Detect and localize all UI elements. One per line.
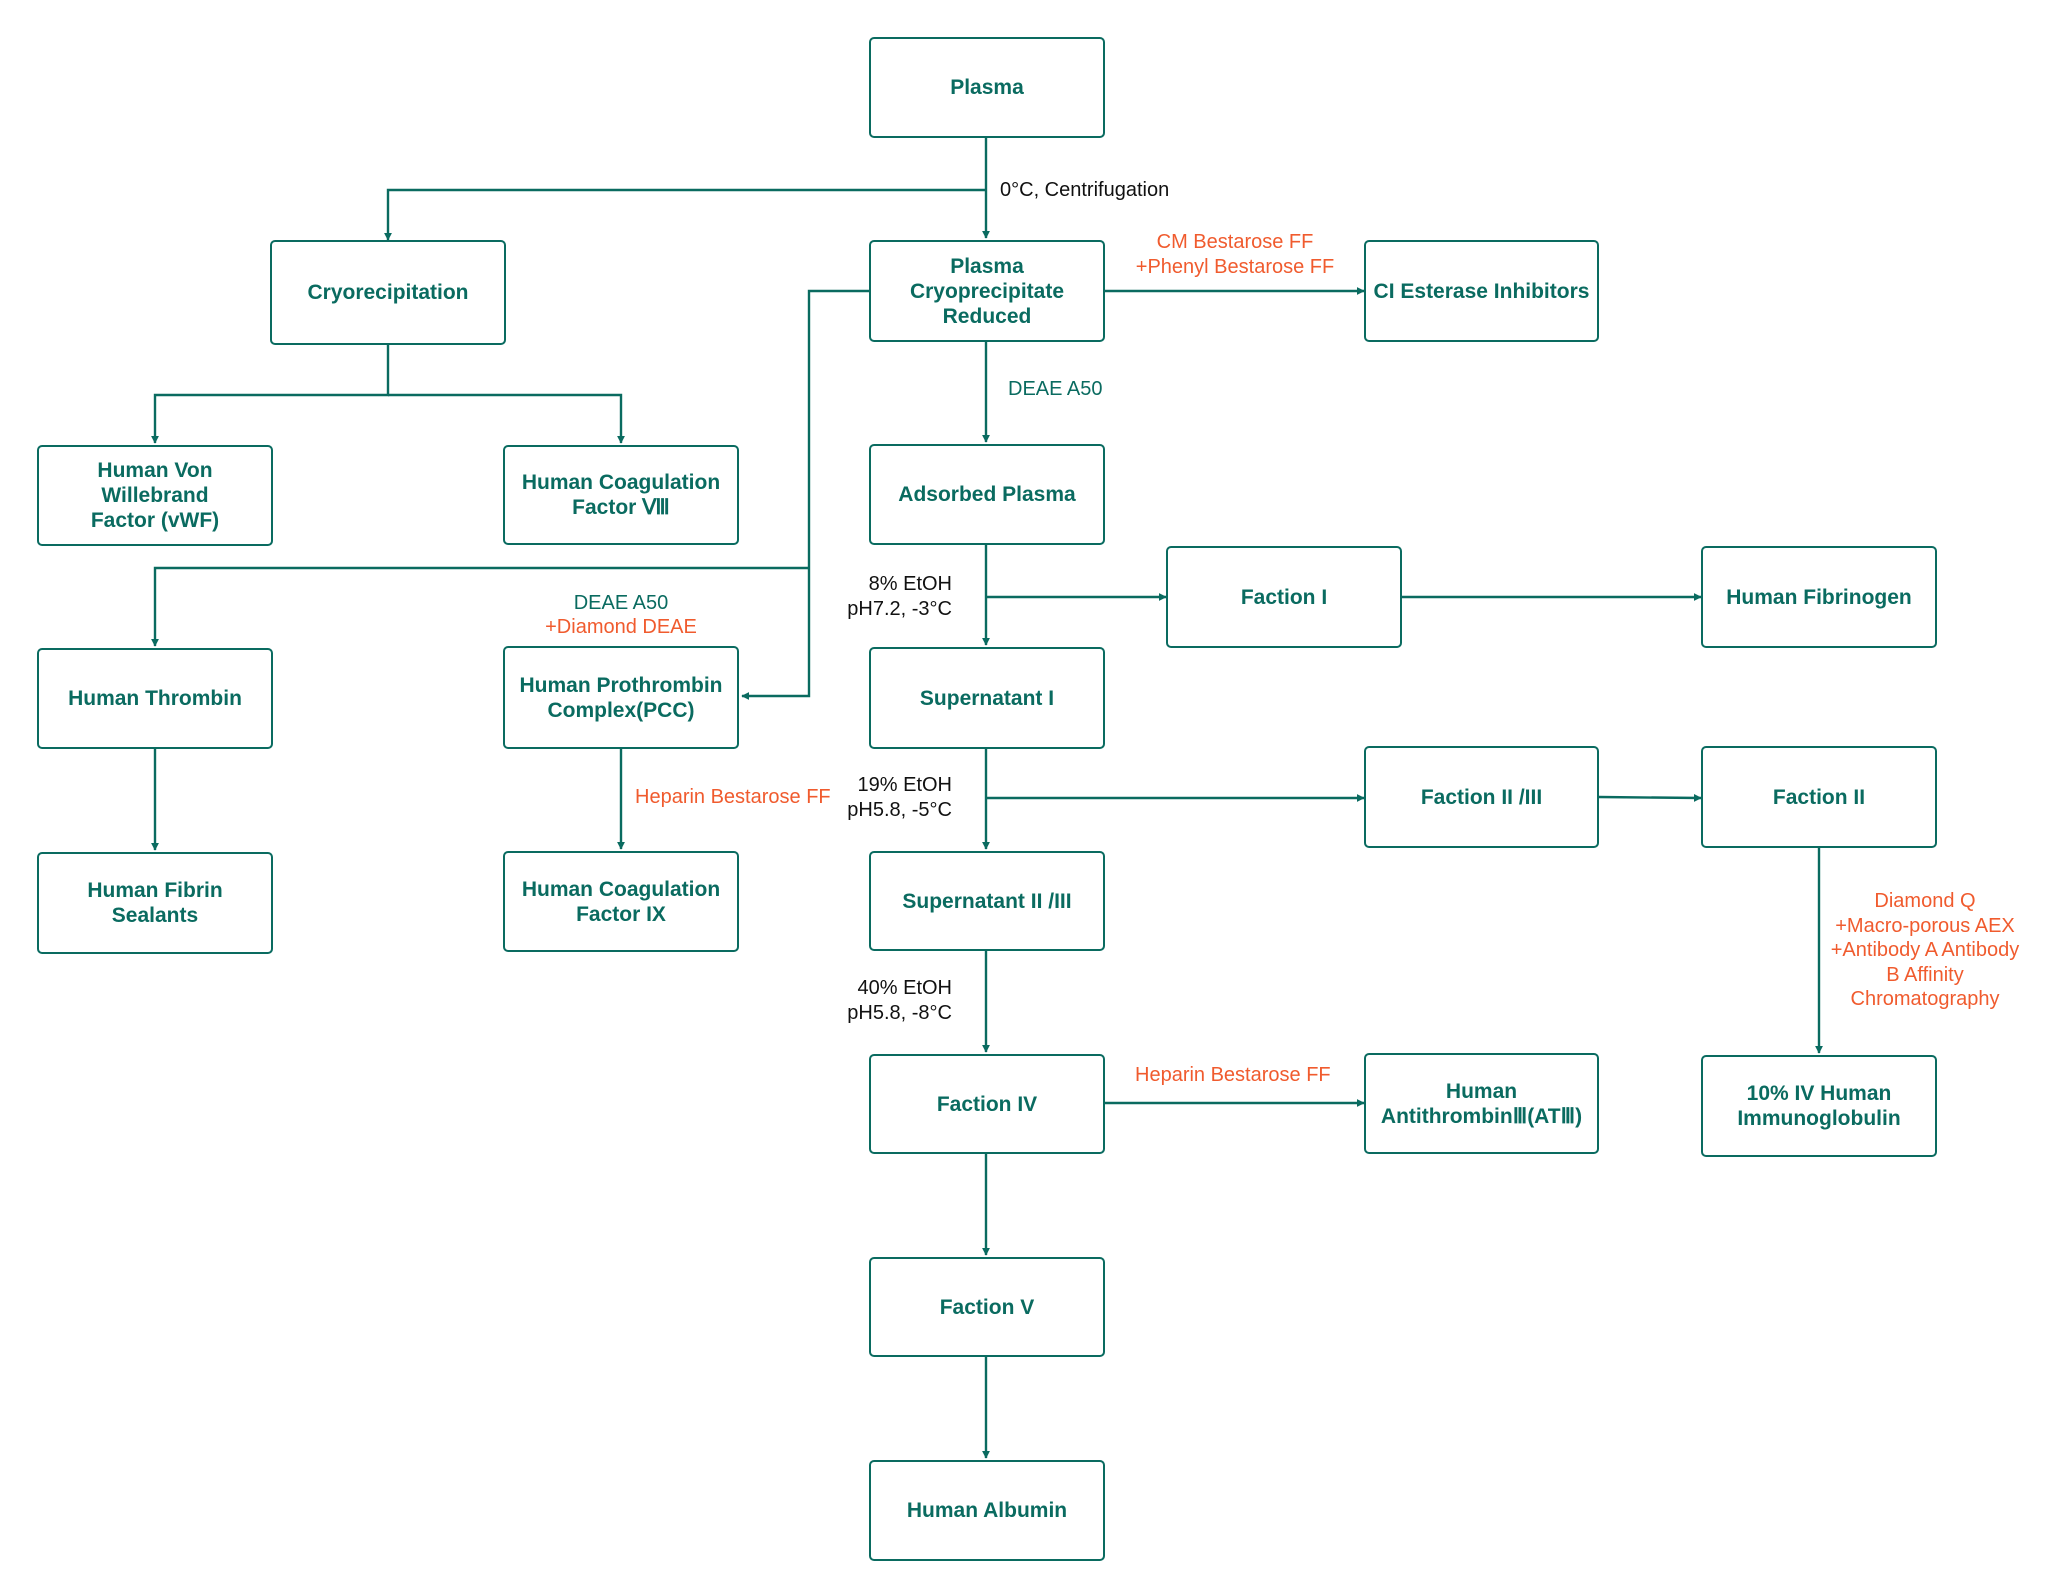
node-fraction-ii: Faction II — [1701, 746, 1937, 848]
connector-plasma-to-cryoprecipitation — [384, 188, 986, 241]
node-factor-viii: Human Coagulation Factor Ⅷ — [503, 445, 739, 545]
node-adsorbed-plasma: Adsorbed Plasma — [869, 444, 1105, 545]
node-plasma: Plasma — [869, 37, 1105, 138]
node-human-albumin: Human Albumin — [869, 1460, 1105, 1561]
connector-cryoprecipitation-to-factor-viii — [388, 393, 625, 444]
label-pcc-diamond-deae: +Diamond DEAE — [545, 616, 697, 638]
label-heparin-factor-ix: Heparin Bestarose FF — [635, 786, 831, 808]
connector-cryoprecipitation-to-vwf — [151, 345, 390, 444]
node-fraction-v: Faction V — [869, 1257, 1105, 1357]
node-supernatant-i: Supernatant I — [869, 647, 1105, 749]
label-immunoglobulin-chromatography: Diamond Q +Macro-porous AEX +Antibody A … — [1830, 890, 2020, 1010]
node-plasma-cryoprecipitate-reduced: Plasma Cryoprecipitate Reduced — [869, 240, 1105, 342]
node-human-fibrinogen: Human Fibrinogen — [1701, 546, 1937, 648]
node-c1-esterase-inhibitors: CI Esterase Inhibitors — [1364, 240, 1599, 342]
label-centrifugation: 0°C, Centrifugation — [1000, 179, 1170, 201]
connector-reduced-to-pcc — [741, 289, 869, 700]
node-supernatant-ii-iii: Supernatant II /III — [869, 851, 1105, 951]
node-human-thrombin: Human Thrombin — [37, 648, 273, 749]
label-heparin-antithrombin: Heparin Bestarose FF — [1135, 1064, 1331, 1086]
label-pcc-deae-a50: DEAE A50 — [573, 592, 669, 614]
node-cryoprecipitation: Cryorecipitation — [270, 240, 506, 345]
label-deae-a50: DEAE A50 — [1008, 378, 1103, 400]
connector-branch-to-thrombin — [151, 566, 809, 647]
label-cm-phenyl-bestarose: CM Bestarose FF +Phenyl Bestarose FF — [1135, 231, 1335, 278]
node-prothrombin-complex: Human Prothrombin Complex(PCC) — [503, 646, 739, 749]
label-etoh-40: 40% EtOH pH5.8, -8°C — [847, 977, 952, 1024]
label-etoh-8: 8% EtOH pH7.2, -3°C — [847, 573, 952, 620]
node-iv-immunoglobulin: 10% IV Human Immunoglobulin — [1701, 1055, 1937, 1157]
node-fraction-iv: Faction IV — [869, 1054, 1105, 1154]
connector-fraction-ii-iii-to-ii — [1598, 793, 1702, 802]
node-von-willebrand-factor: Human Von Willebrand Factor (vWF) — [37, 445, 273, 546]
node-antithrombin-iii: Human AntithrombinⅢ(ATⅢ) — [1364, 1053, 1599, 1154]
node-factor-ix: Human Coagulation Factor IX — [503, 851, 739, 952]
node-fraction-i: Faction I — [1166, 546, 1402, 648]
node-fraction-ii-iii: Faction II /III — [1364, 746, 1599, 848]
label-etoh-19: 19% EtOH pH5.8, -5°C — [847, 774, 952, 821]
node-fibrin-sealants: Human Fibrin Sealants — [37, 852, 273, 954]
